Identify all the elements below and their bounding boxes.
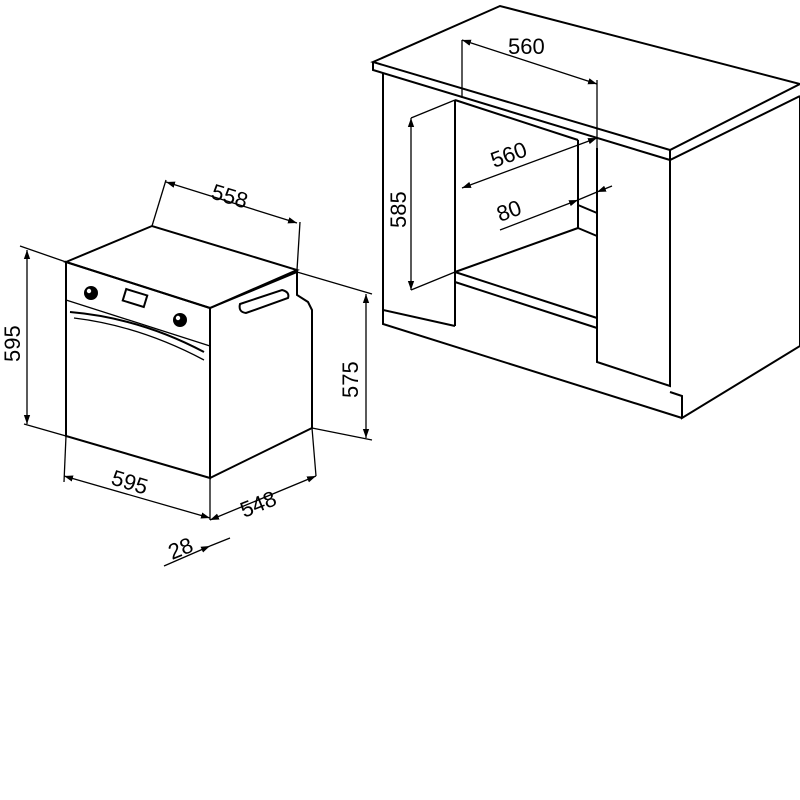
ext-595w-left — [63, 435, 67, 483]
dim-label-595-height: 595 — [0, 325, 25, 362]
dim-line-28 — [163, 545, 211, 567]
dim-line-548 — [209, 475, 317, 521]
vent-opening — [577, 204, 598, 214]
cabinet-plinth — [382, 310, 683, 419]
ext-595-top — [19, 245, 67, 263]
ext-558-right — [296, 221, 301, 271]
dim-line-80 — [499, 199, 579, 231]
ext-585-bottom — [410, 271, 456, 291]
niche-floor-front — [454, 271, 598, 319]
dim-line-595-width — [63, 475, 211, 519]
dim-label-560-niche: 560 — [487, 137, 530, 173]
dim-label-558: 558 — [209, 179, 251, 214]
ext-575-bottom — [311, 427, 373, 441]
cabinet-dimensions: 560 560 80 585 — [386, 34, 613, 291]
dim-line-80-right — [596, 185, 613, 193]
dim-line-28-tail — [209, 537, 231, 547]
niche-inner-left — [454, 99, 579, 141]
right-knob-highlight — [175, 315, 181, 321]
ext-548-right — [311, 427, 317, 477]
ext-585-top — [410, 99, 456, 119]
ext-558-left — [151, 179, 167, 227]
ext-595-bottom — [23, 423, 67, 437]
oven-side-face — [209, 270, 313, 479]
oven-drawing — [63, 224, 313, 480]
left-knob-icon — [84, 286, 98, 300]
door-handle-lower — [73, 317, 205, 361]
dim-line-560-top — [461, 39, 598, 85]
dim-line-560-niche — [461, 137, 598, 189]
control-panel-line — [65, 299, 211, 347]
niche-bottom-shelf — [454, 281, 598, 329]
dim-label-575: 575 — [338, 361, 363, 398]
niche-back-wall — [577, 140, 598, 237]
dim-label-560-top: 560 — [508, 34, 545, 59]
dim-label-585: 585 — [386, 191, 411, 228]
dim-label-595-width: 595 — [109, 465, 151, 500]
door-handle — [69, 311, 205, 353]
left-knob-highlight — [86, 288, 92, 294]
dim-line-558 — [165, 181, 298, 224]
right-knob-icon — [173, 313, 187, 327]
side-bracket — [238, 288, 290, 315]
cabinet-drawing — [370, 4, 800, 420]
niche-floor — [454, 227, 579, 273]
dim-label-28: 28 — [165, 532, 197, 564]
cabinet-right-side — [669, 96, 800, 420]
dim-label-548: 548 — [237, 486, 280, 523]
dim-line-80-mid — [577, 191, 598, 201]
cabinet-front-right — [596, 148, 671, 388]
ext-575-top — [296, 271, 373, 295]
display-icon — [121, 287, 149, 309]
cabinet-top-edge — [372, 62, 800, 162]
cabinet-top-face — [370, 4, 800, 152]
